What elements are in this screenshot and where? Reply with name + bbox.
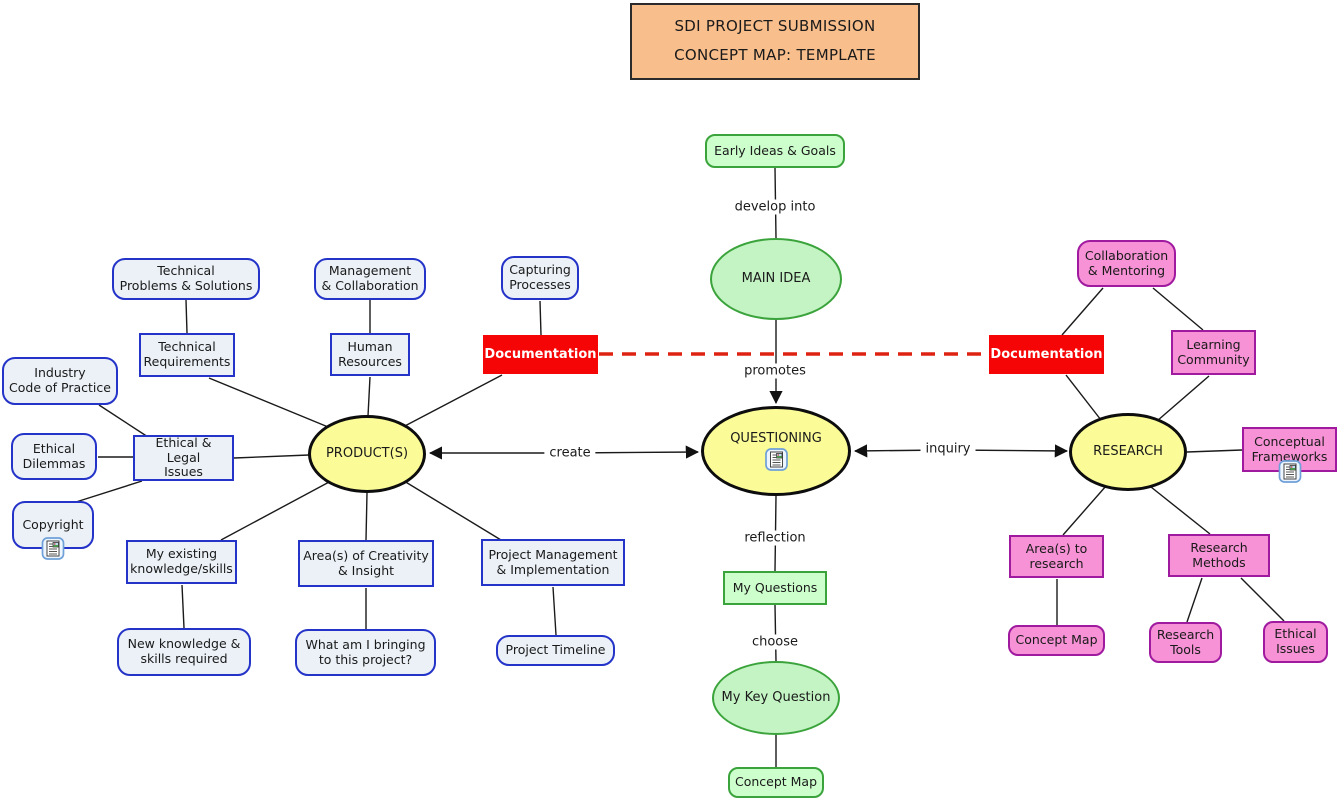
collaboration-mentoring-node[interactable]: Collaboration & Mentoring	[1077, 240, 1176, 287]
resource-icon[interactable]	[1278, 460, 1301, 483]
ethical-issues-node[interactable]: Ethical Issues	[1263, 621, 1328, 663]
conceptual-frameworks-node[interactable]: Conceptual Frameworks	[1242, 427, 1337, 472]
research-node[interactable]: RESEARCH	[1069, 413, 1187, 491]
management-collaboration-node[interactable]: Management & Collaboration	[314, 258, 426, 300]
capturing-processes-node[interactable]: Capturing Processes	[501, 256, 579, 300]
concept-map-right-node[interactable]: Concept Map	[1008, 625, 1105, 656]
map-title-line1: SDI PROJECT SUBMISSION	[674, 16, 876, 35]
documentation-left-node[interactable]: Documentation	[483, 335, 598, 374]
ethical-legal-issues-node[interactable]: Ethical & Legal Issues	[133, 435, 234, 481]
resource-icon[interactable]	[765, 448, 788, 471]
link-label-reflection[interactable]: reflection	[739, 530, 811, 546]
areas-to-research-node[interactable]: Area(s) to research	[1009, 535, 1104, 578]
documentation-right-node[interactable]: Documentation	[989, 335, 1104, 374]
map-title-line2: CONCEPT MAP: TEMPLATE	[674, 46, 876, 65]
creativity-insight-node[interactable]: Area(s) of Creativity & Insight	[298, 540, 434, 587]
my-existing-knowledge-node[interactable]: My existing knowledge/skills	[126, 540, 237, 584]
copyright-node[interactable]: Copyright	[12, 501, 94, 549]
early-ideas-node[interactable]: Early Ideas & Goals	[705, 134, 845, 168]
new-knowledge-node[interactable]: New knowledge & skills required	[117, 628, 251, 676]
research-methods-node[interactable]: Research Methods	[1168, 534, 1270, 577]
resource-icon[interactable]	[42, 537, 65, 560]
industry-code-node[interactable]: Industry Code of Practice	[2, 357, 118, 405]
technical-requirements-node[interactable]: Technical Requirements	[139, 333, 235, 377]
my-key-question-node[interactable]: My Key Question	[712, 661, 840, 735]
questioning-label: QUESTIONING	[730, 430, 822, 446]
products-node[interactable]: PRODUCT(S)	[308, 415, 426, 493]
concept-map-center-node[interactable]: Concept Map	[728, 767, 824, 798]
technical-problems-node[interactable]: Technical Problems & Solutions	[112, 258, 260, 300]
conceptual-frameworks-label: Conceptual Frameworks	[1251, 433, 1328, 464]
link-label-create[interactable]: create	[544, 445, 596, 461]
link-label-promotes[interactable]: promotes	[739, 363, 811, 379]
link-label-develop-into[interactable]: develop into	[729, 199, 821, 215]
project-timeline-node[interactable]: Project Timeline	[496, 635, 615, 666]
what-am-i-bringing-node[interactable]: What am I bringing to this project?	[295, 629, 436, 676]
main-idea-node[interactable]: MAIN IDEA	[710, 238, 842, 320]
project-management-node[interactable]: Project Management & Implementation	[481, 539, 625, 586]
ethical-dilemmas-node[interactable]: Ethical Dilemmas	[11, 433, 97, 480]
questioning-node[interactable]: QUESTIONING	[701, 406, 851, 496]
map-title[interactable]: SDI PROJECT SUBMISSION CONCEPT MAP: TEMP…	[630, 3, 920, 80]
copyright-label: Copyright	[22, 516, 84, 532]
learning-community-node[interactable]: Learning Community	[1171, 330, 1256, 375]
my-questions-node[interactable]: My Questions	[723, 571, 827, 605]
research-tools-node[interactable]: Research Tools	[1149, 622, 1222, 663]
human-resources-node[interactable]: Human Resources	[330, 333, 410, 376]
link-label-inquiry[interactable]: inquiry	[920, 441, 976, 457]
link-label-choose[interactable]: choose	[746, 634, 804, 650]
